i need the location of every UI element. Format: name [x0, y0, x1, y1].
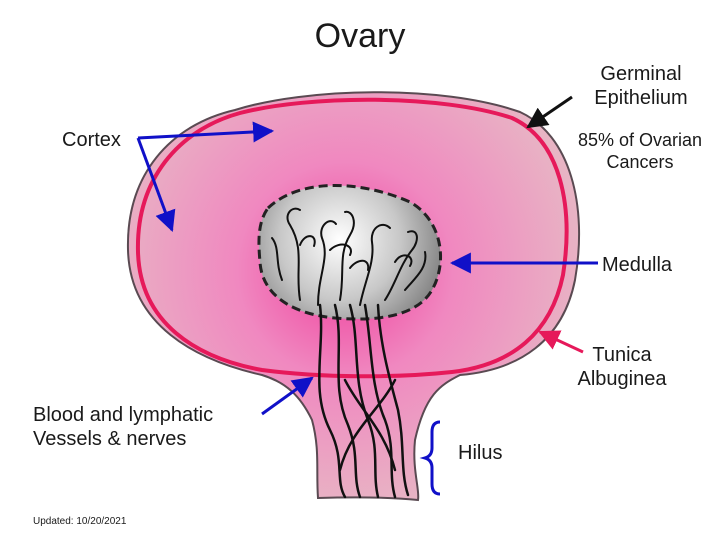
cortex-label: Cortex [62, 129, 121, 151]
medulla-vessels [271, 207, 427, 306]
updated-date: Updated: 10/20/2021 [33, 516, 127, 527]
germinal-epithelium-arrow [526, 95, 573, 129]
hilus-brace [419, 420, 441, 496]
germinal-epithelium-line-1: Germinal [600, 63, 682, 85]
tunica-albuginea-line-1: Tunica [592, 344, 652, 366]
ovarian-cancers-line-2: Cancers [606, 151, 674, 172]
vessels-arrow [261, 376, 314, 416]
vessels-label: Blood and lymphatic Vessels & nerves [33, 403, 213, 451]
tunica-albuginea-line [135, 97, 569, 379]
cortex-arrow-right [137, 121, 275, 143]
page-title: Ovary [314, 17, 406, 55]
medulla-region [257, 183, 443, 321]
vessels-line-1: Blood and lymphatic [33, 404, 214, 426]
tunica-albuginea-line-2: Albuginea [577, 368, 667, 390]
vessels-line-2: Vessels & nerves [33, 428, 187, 450]
tunica-albuginea-label: Tunica Albuginea [552, 343, 692, 391]
hilus-vessels [318, 303, 410, 499]
cortex-arrow-down [136, 137, 176, 232]
tunica-albuginea-arrow [538, 330, 584, 354]
germinal-epithelium-label: Germinal Epithelium [566, 62, 716, 110]
hilus-label: Hilus [458, 442, 503, 464]
germinal-epithelium-line-2: Epithelium [594, 87, 688, 109]
ovarian-cancers-label: 85% of Ovarian Cancers [560, 130, 720, 173]
medulla-label: Medulla [602, 254, 673, 276]
ovarian-cancers-line-1: 85% of Ovarian [577, 130, 703, 150]
